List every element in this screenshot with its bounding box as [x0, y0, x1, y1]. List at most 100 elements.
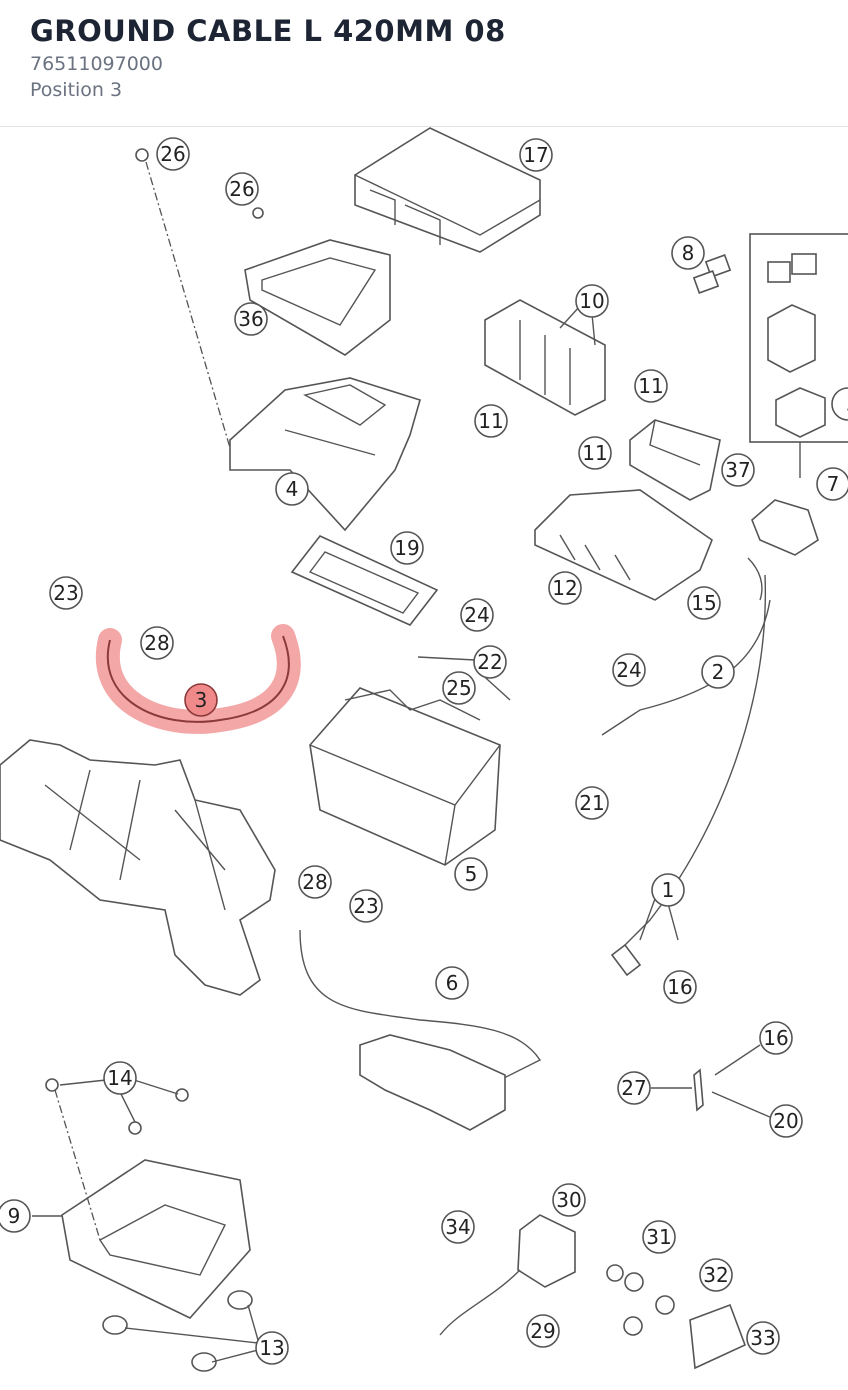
part-13-rubber-mounts [102, 1290, 253, 1372]
callout-4[interactable]: 4 [275, 472, 309, 506]
part-37-relay-module [629, 419, 721, 501]
callout-27[interactable]: 27 [617, 1071, 651, 1105]
svg-text:19: 19 [394, 536, 419, 560]
callout-17[interactable]: 17 [519, 138, 553, 172]
svg-text:13: 13 [259, 1336, 284, 1360]
svg-text:31: 31 [646, 1225, 671, 1249]
callout-30[interactable]: 30 [552, 1183, 586, 1217]
svg-text:25: 25 [446, 676, 471, 700]
callout-22[interactable]: 22 [473, 645, 507, 679]
svg-text:2: 2 [712, 660, 725, 684]
callout-2[interactable]: 2 [701, 655, 735, 689]
part-33-bracket [689, 1303, 747, 1370]
part-10-fuse-box [484, 299, 606, 416]
callout-13[interactable]: 13 [255, 1331, 289, 1365]
part-4-plate [229, 377, 421, 532]
callout-31[interactable]: 31 [642, 1220, 676, 1254]
svg-text:16: 16 [667, 975, 692, 999]
svg-text:5: 5 [465, 862, 478, 886]
svg-text:28: 28 [302, 870, 327, 894]
svg-text:24: 24 [464, 603, 489, 627]
part-number: 76511097000 [30, 53, 163, 75]
svg-text:36: 36 [238, 307, 263, 331]
part-26-bolt [135, 148, 264, 459]
callout-24b[interactable]: 24 [612, 653, 646, 687]
part-6-starter-cable [299, 929, 542, 1081]
svg-text:34: 34 [445, 1215, 470, 1239]
svg-text:30: 30 [556, 1188, 581, 1212]
callout-23b[interactable]: 23 [349, 889, 383, 923]
part-title: GROUND CABLE L 420MM 08 [30, 14, 506, 48]
part-7-relay-group [749, 233, 848, 556]
svg-text:26: 26 [229, 177, 254, 201]
svg-text:7: 7 [827, 472, 840, 496]
callout-11b[interactable]: 11 [474, 404, 508, 438]
svg-text:3: 3 [846, 392, 848, 416]
svg-text:37: 37 [725, 458, 750, 482]
svg-text:4: 4 [286, 477, 299, 501]
callout-8[interactable]: 8 [671, 236, 705, 270]
callout-3[interactable]: 3 [184, 683, 218, 717]
svg-text:22: 22 [477, 650, 502, 674]
callout-25[interactable]: 25 [442, 671, 476, 705]
callout-21[interactable]: 21 [575, 786, 609, 820]
svg-text:32: 32 [703, 1263, 728, 1287]
callout-24a[interactable]: 24 [460, 598, 494, 632]
callout-23a[interactable]: 23 [49, 576, 83, 610]
callout-20[interactable]: 20 [769, 1104, 803, 1138]
callout-16b[interactable]: 16 [759, 1021, 793, 1055]
callout-34[interactable]: 34 [441, 1210, 475, 1244]
part-36-bracket [244, 239, 391, 356]
part-starter-motor [359, 1034, 506, 1131]
svg-text:23: 23 [353, 894, 378, 918]
part-9-tray [61, 1159, 251, 1319]
callout-1[interactable]: 1 [651, 873, 685, 907]
callout-3-edge[interactable]: 3 [831, 387, 848, 421]
svg-text:16: 16 [763, 1026, 788, 1050]
part-14-screws [45, 1078, 189, 1241]
callout-6[interactable]: 6 [435, 966, 469, 1000]
callout-12[interactable]: 12 [548, 571, 582, 605]
part-8-fuses [692, 254, 732, 294]
callout-28a[interactable]: 28 [140, 626, 174, 660]
svg-text:24: 24 [616, 658, 641, 682]
svg-text:6: 6 [446, 971, 459, 995]
part-3-ground-cable [95, 624, 301, 734]
callout-11a[interactable]: 11 [634, 369, 668, 403]
exploded-parts-diagram: 17 26 26 8 10 36 11 11 11 37 7 3 4 19 12… [0, 127, 848, 1372]
svg-text:20: 20 [773, 1109, 798, 1133]
callout-26b[interactable]: 26 [225, 172, 259, 206]
svg-text:11: 11 [582, 441, 607, 465]
callout-9[interactable]: 9 [0, 1199, 31, 1233]
callout-15[interactable]: 15 [687, 586, 721, 620]
callout-16a[interactable]: 16 [663, 970, 697, 1004]
part-31-32-grommets [606, 1264, 675, 1336]
svg-text:28: 28 [144, 631, 169, 655]
part-27-bracket [693, 1068, 704, 1112]
svg-text:23: 23 [53, 581, 78, 605]
part-17-control-unit [354, 127, 541, 253]
part-1-cable [610, 574, 767, 977]
svg-text:8: 8 [682, 241, 695, 265]
callout-26a[interactable]: 26 [156, 137, 190, 171]
svg-text:33: 33 [750, 1326, 775, 1350]
callout-5[interactable]: 5 [454, 857, 488, 891]
callout-11c[interactable]: 11 [578, 436, 612, 470]
callout-28b[interactable]: 28 [298, 865, 332, 899]
header: GROUND CABLE L 420MM 08 76511097000 Posi… [0, 0, 848, 127]
part-19-pad [290, 535, 439, 626]
callout-33[interactable]: 33 [746, 1321, 780, 1355]
callout-37[interactable]: 37 [721, 453, 755, 487]
callout-19[interactable]: 19 [390, 531, 424, 565]
callout-10[interactable]: 10 [575, 284, 609, 318]
callout-14[interactable]: 14 [103, 1061, 137, 1095]
callout-36[interactable]: 36 [234, 302, 268, 336]
svg-text:15: 15 [691, 591, 716, 615]
svg-text:1: 1 [662, 878, 675, 902]
position-label: Position 3 [30, 79, 123, 101]
part-frame [0, 739, 276, 996]
callout-7[interactable]: 7 [816, 467, 848, 501]
callout-29[interactable]: 29 [526, 1314, 560, 1348]
callout-32[interactable]: 32 [699, 1258, 733, 1292]
svg-text:14: 14 [107, 1066, 132, 1090]
